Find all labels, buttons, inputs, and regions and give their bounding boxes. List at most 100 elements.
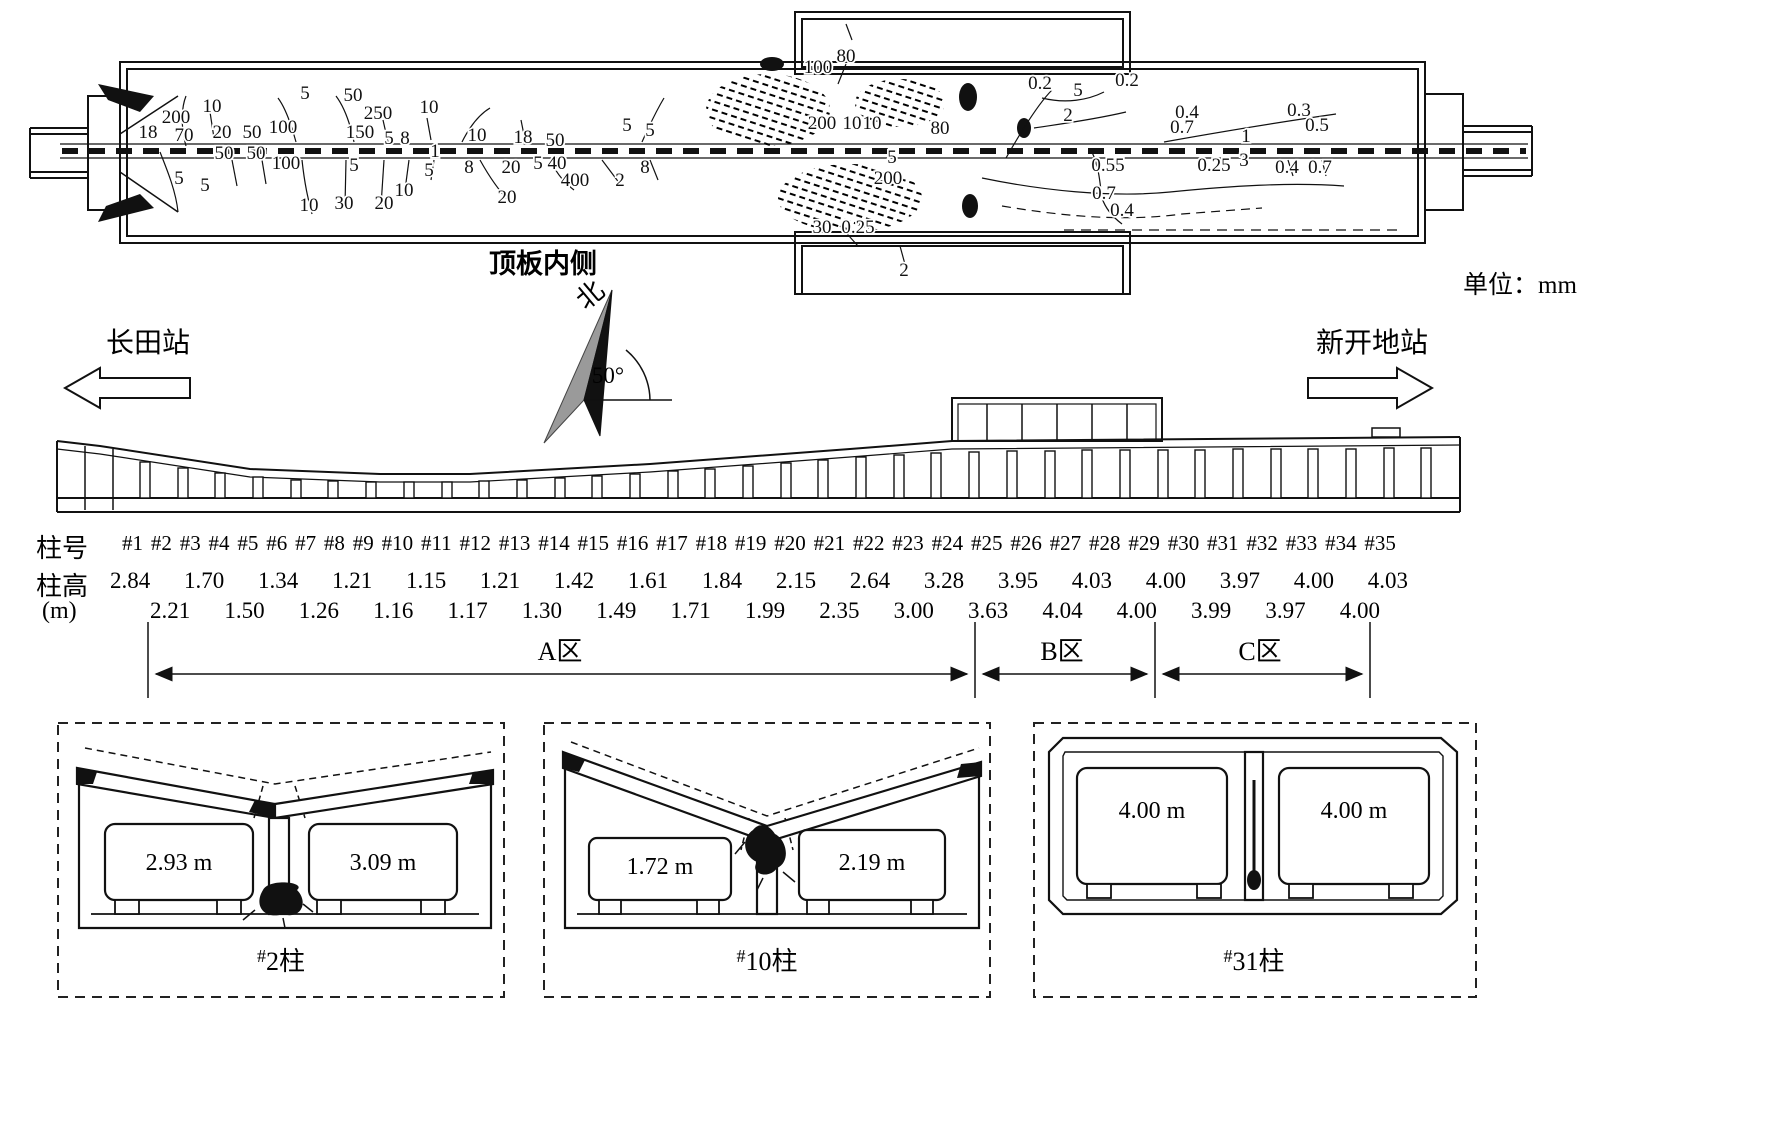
crack-value: 50	[247, 143, 266, 164]
column-height-value: 1.16	[373, 598, 414, 623]
column-height-value: 4.00	[1116, 598, 1157, 623]
column-number: #17	[656, 531, 688, 555]
column-height-value: 3.28	[923, 568, 965, 593]
crack-value: 18	[139, 122, 158, 143]
column-no-label: 柱号	[36, 534, 89, 563]
column-number: #5	[237, 531, 259, 555]
column-number: #14	[538, 531, 570, 555]
column-number: #29	[1128, 531, 1160, 555]
column-height-value: 4.00	[1145, 568, 1187, 593]
station-left-label: 长田站	[106, 327, 190, 359]
crack-value: 30	[335, 193, 354, 214]
crack-value: 0.2	[1115, 70, 1139, 91]
column-number: #3	[179, 531, 201, 555]
column-height-value: 4.03	[1367, 568, 1408, 593]
crack-value: 5	[349, 155, 359, 176]
plan-title: 顶板内侧	[489, 249, 597, 279]
crack-value: 20	[375, 193, 394, 214]
crack-value: 0.7	[1170, 117, 1194, 138]
column-height-value: 3.95	[997, 568, 1039, 593]
column-number: #6	[266, 531, 288, 555]
column-height-value: 1.15	[405, 568, 447, 593]
station-right: 新开地站	[1307, 327, 1435, 410]
crack-value: 10	[468, 125, 487, 146]
column-height-value: 4.00	[1339, 598, 1380, 623]
crack-value: 0.2	[1028, 73, 1052, 94]
crack-value: 2	[899, 260, 909, 281]
column-height-value: 4.00	[1293, 568, 1334, 593]
crack-value: 2	[1063, 105, 1073, 126]
crack-value: 50	[243, 122, 262, 143]
column-number: #1	[122, 531, 143, 555]
crack-value: 20	[502, 157, 521, 178]
column-height-value: 1.21	[479, 568, 521, 593]
zone-b-label: B区	[1040, 637, 1083, 666]
crack-value: 5	[622, 115, 632, 136]
zone-dimensions: A区 B区 C区	[147, 622, 1371, 698]
plan-centerline	[60, 143, 1528, 159]
crack-value: 0.4	[1275, 157, 1299, 178]
crack-value: 8	[400, 128, 410, 149]
crack-value: 0.25	[841, 217, 874, 238]
column-number: #19	[734, 531, 767, 555]
compass-angle: 50°	[592, 363, 624, 388]
column-height-value: 4.03	[1071, 568, 1113, 593]
column-number: #30	[1167, 531, 1200, 555]
column-height-value: 3.99	[1191, 598, 1232, 623]
crack-value: 3	[1239, 150, 1249, 171]
crack-value: 40	[548, 153, 567, 174]
column-height-value: 1.34	[257, 568, 299, 593]
chamber-height-left: 4.00 m	[1119, 798, 1186, 824]
station-left: 长田站	[62, 327, 191, 410]
column-height-value: 1.49	[596, 598, 637, 623]
column-number: #20	[774, 531, 806, 555]
column-number: #25	[970, 531, 1003, 555]
column-height-value: 1.84	[701, 568, 743, 593]
column-number: #23	[892, 531, 924, 555]
crack-value: 8	[464, 157, 474, 178]
column-height-value: 1.61	[627, 568, 669, 593]
column-number: #34	[1325, 531, 1357, 555]
crack-value: 250	[364, 103, 393, 124]
crack-value: 0.25	[1197, 155, 1230, 176]
crack-value: 100	[272, 153, 301, 174]
crack-speckle-regions	[706, 74, 945, 232]
crack-values: 80 100 5 50 250 10 10 200 18 70 20 50 10…	[137, 44, 1334, 283]
compass-arc	[625, 349, 651, 401]
crack-value: 5	[887, 147, 897, 168]
north-compass: 50° 北	[543, 275, 672, 444]
crack-value: 5	[384, 128, 394, 149]
crack-value: 0.3	[1287, 100, 1311, 121]
crack-value: 0.7	[1308, 157, 1332, 178]
crack-value: 5	[174, 168, 184, 189]
column-number: #8	[323, 531, 345, 555]
column-height-value: 1.99	[744, 598, 786, 623]
cross-section-label: #2柱	[257, 946, 305, 976]
crack-value: 1	[430, 141, 440, 162]
column-number: #10	[381, 531, 414, 555]
crack-value: 100	[804, 57, 833, 78]
crack-value: 5	[533, 153, 543, 174]
column-number: #4	[208, 531, 230, 555]
column-number: #7	[295, 531, 317, 555]
chamber-height-right: 3.09 m	[350, 850, 417, 876]
section-columns	[139, 447, 1432, 499]
crack-value: 30	[813, 217, 832, 238]
column-height-value: 1.17	[447, 598, 488, 623]
crack-value: 5	[645, 120, 655, 141]
crack-value: 10	[843, 113, 862, 134]
column-number: #12	[459, 531, 492, 555]
column-number: #13	[498, 531, 531, 555]
column-number: #11	[420, 531, 452, 555]
crack-value: 10	[300, 195, 319, 216]
crack-value: 0.7	[1092, 183, 1116, 204]
column-height-value: 3.00	[893, 598, 934, 623]
column-height-value: 1.42	[553, 568, 595, 593]
column-height-value: 1.30	[521, 598, 563, 623]
crack-value: 200	[874, 168, 903, 189]
crack-value: 50	[215, 143, 234, 164]
crack-value: 0.5	[1305, 115, 1329, 136]
crack-value: 50	[344, 85, 363, 106]
